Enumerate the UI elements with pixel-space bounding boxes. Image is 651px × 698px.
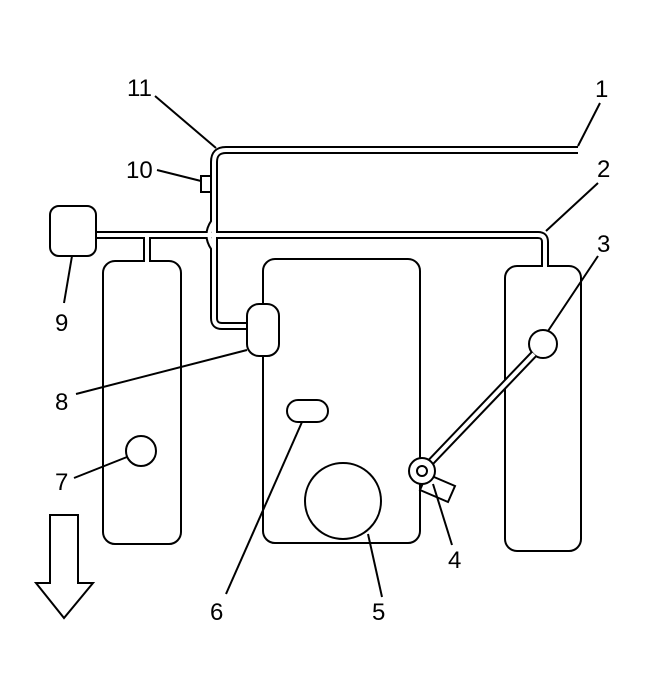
component-6 xyxy=(286,399,329,423)
lower-line-inner xyxy=(96,233,547,267)
leader-8 xyxy=(75,349,248,395)
upper-line-inner xyxy=(212,148,578,328)
callout-3: 3 xyxy=(597,231,610,258)
leader-1 xyxy=(577,102,601,147)
callout-7: 7 xyxy=(55,469,68,496)
leader-lines xyxy=(63,95,601,598)
fitting-10 xyxy=(200,175,212,193)
leader-3 xyxy=(547,255,599,332)
leader-5 xyxy=(367,533,383,598)
callout-1: 1 xyxy=(595,76,608,103)
leader-4 xyxy=(432,483,453,546)
callout-5: 5 xyxy=(372,599,385,626)
component-7 xyxy=(125,435,157,467)
arrow-down-icon xyxy=(33,514,96,620)
leader-7 xyxy=(73,456,128,479)
pipe-network xyxy=(96,146,578,330)
component-8 xyxy=(246,303,280,357)
leader-11 xyxy=(154,95,217,149)
leader-6 xyxy=(225,421,303,595)
leader-9 xyxy=(63,255,73,304)
component-3 xyxy=(528,329,558,359)
leader-10 xyxy=(156,169,202,182)
callout-8: 8 xyxy=(55,389,68,416)
crossover-inner xyxy=(207,220,216,250)
component-5 xyxy=(304,462,382,540)
callout-11: 11 xyxy=(127,75,152,102)
callout-2: 2 xyxy=(597,156,610,183)
callouts: 1 2 3 4 5 6 7 8 9 10 11 xyxy=(55,75,610,626)
leader-2 xyxy=(545,182,599,232)
callout-10: 10 xyxy=(126,157,153,184)
callout-4: 4 xyxy=(448,547,461,574)
component-4-hub xyxy=(416,465,428,477)
left-tank xyxy=(102,260,182,545)
callout-9: 9 xyxy=(55,310,68,337)
callout-6: 6 xyxy=(210,599,223,626)
center-tank xyxy=(262,258,421,544)
sender-arm-inner xyxy=(424,352,536,469)
right-tank xyxy=(504,265,582,552)
component-9 xyxy=(49,205,97,257)
